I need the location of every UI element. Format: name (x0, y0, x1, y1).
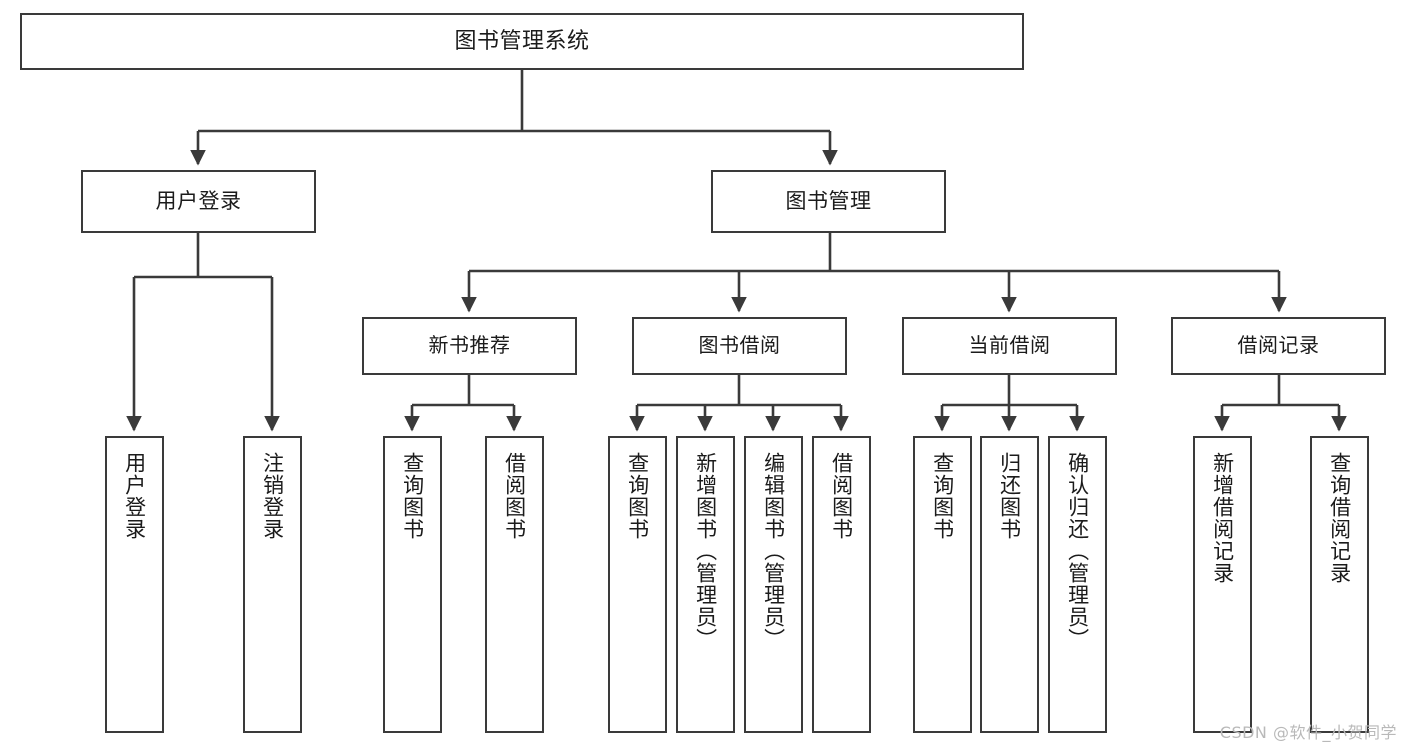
leaf-current-query-book[interactable]: 查询图书 (913, 436, 972, 733)
node-label: 图书借阅 (698, 333, 781, 358)
node-label: 查询借阅记录 (1327, 452, 1352, 584)
leaf-current-confirm-return-admin[interactable]: 确认归还（管理员） (1048, 436, 1107, 733)
node-book-borrow[interactable]: 图书借阅 (632, 317, 847, 375)
node-label: 查询图书 (625, 452, 650, 540)
node-user-login[interactable]: 用户登录 (81, 170, 316, 233)
node-borrow-record[interactable]: 借阅记录 (1171, 317, 1386, 375)
node-label: 借阅图书 (829, 452, 854, 540)
node-label: 新增借阅记录 (1210, 452, 1235, 584)
node-label: 借阅记录 (1237, 333, 1320, 358)
leaf-borrow-borrow-book[interactable]: 借阅图书 (812, 436, 871, 733)
watermark-text: CSDN @软件_小贺同学 (1219, 723, 1397, 742)
leaf-record-add-record[interactable]: 新增借阅记录 (1193, 436, 1252, 733)
node-label: 新书推荐 (428, 333, 511, 358)
leaf-borrow-edit-book-admin[interactable]: 编辑图书（管理员） (744, 436, 803, 733)
node-book-management[interactable]: 图书管理 (711, 170, 946, 233)
node-label: 查询图书 (400, 452, 425, 540)
leaf-borrow-query-book[interactable]: 查询图书 (608, 436, 667, 733)
leaf-recommend-query-book[interactable]: 查询图书 (383, 436, 442, 733)
node-label: 查询图书 (930, 452, 955, 540)
node-label: 用户登录 (122, 452, 147, 540)
node-label: 借阅图书 (502, 452, 527, 540)
node-current-borrow[interactable]: 当前借阅 (902, 317, 1117, 375)
node-label: 归还图书 (997, 452, 1022, 540)
node-label: 当前借阅 (968, 333, 1051, 358)
node-label: 新增图书（管理员） (693, 452, 718, 650)
leaf-record-query-record[interactable]: 查询借阅记录 (1310, 436, 1369, 733)
node-label: 图书管理 (785, 189, 872, 214)
node-label: 编辑图书（管理员） (761, 452, 786, 650)
node-root-system[interactable]: 图书管理系统 (20, 13, 1024, 70)
leaf-borrow-add-book-admin[interactable]: 新增图书（管理员） (676, 436, 735, 733)
leaf-recommend-borrow-book[interactable]: 借阅图书 (485, 436, 544, 733)
leaf-logout[interactable]: 注销登录 (243, 436, 302, 733)
node-label: 图书管理系统 (454, 28, 590, 54)
node-label: 用户登录 (155, 189, 242, 214)
node-label: 确认归还（管理员） (1065, 452, 1090, 650)
node-label: 注销登录 (260, 452, 285, 540)
node-new-book-recommend[interactable]: 新书推荐 (362, 317, 577, 375)
leaf-user-login[interactable]: 用户登录 (105, 436, 164, 733)
leaf-current-return-book[interactable]: 归还图书 (980, 436, 1039, 733)
